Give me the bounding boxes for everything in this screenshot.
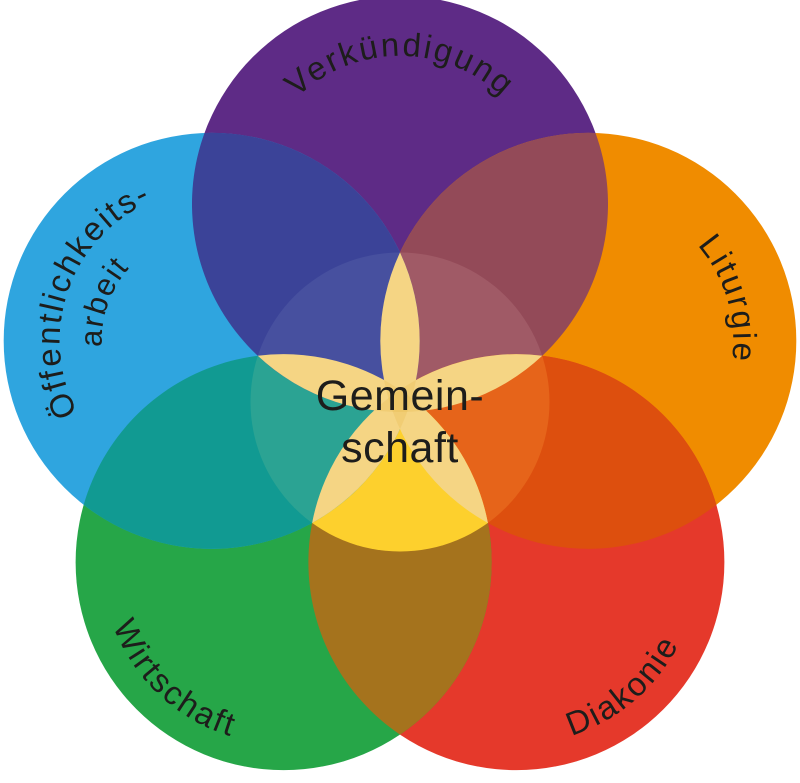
flower-petal-lens bbox=[312, 380, 416, 523]
diagram-regions bbox=[3, 0, 797, 771]
flower-petal-shade bbox=[257, 354, 426, 413]
flower-petal-shade bbox=[374, 354, 543, 413]
flower-petal-lens bbox=[257, 354, 426, 413]
flower-petal-shade bbox=[384, 380, 488, 523]
flower-petal-lens bbox=[374, 354, 543, 413]
flower-petal-shade bbox=[380, 252, 420, 430]
flower-petal-shade bbox=[312, 380, 416, 523]
label-gemeinschaft-line2: schaft bbox=[341, 424, 459, 472]
flower-petal-lens bbox=[384, 380, 488, 523]
label-gemeinschaft-line1: Gemein- bbox=[316, 372, 484, 420]
